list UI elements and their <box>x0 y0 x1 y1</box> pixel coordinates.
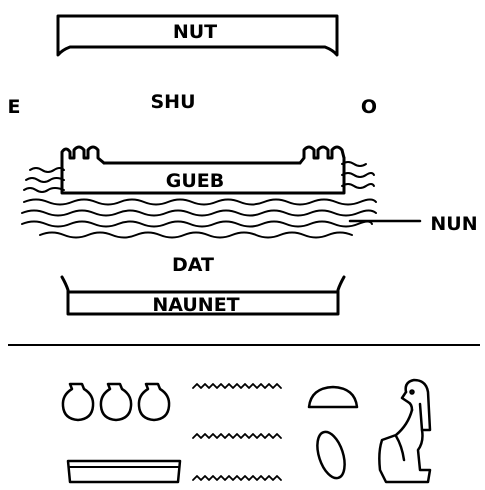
bread-loaf-icon <box>307 385 359 409</box>
egg-icon <box>316 430 346 480</box>
west-label: O <box>361 96 377 118</box>
nun-label: NUN <box>430 213 477 235</box>
dat-label: DAT <box>172 254 214 276</box>
gueb-earth: GUEB <box>23 145 375 195</box>
naunet-label: NAUNET <box>152 294 239 316</box>
nut-label: NUT <box>173 21 217 43</box>
gueb-label: GUEB <box>166 170 224 192</box>
shu-label: SHU <box>150 91 195 113</box>
zigzag-water-icon <box>192 383 282 481</box>
nun-waters: NUN <box>21 198 478 239</box>
nut-sky: NUT <box>56 14 339 57</box>
seated-goddess-icon <box>378 378 432 484</box>
east-label: E <box>8 96 21 118</box>
sky-basin-icon <box>66 459 182 484</box>
naunet-counter-sky: NAUNET <box>60 275 346 316</box>
three-pots-icon <box>61 382 171 422</box>
